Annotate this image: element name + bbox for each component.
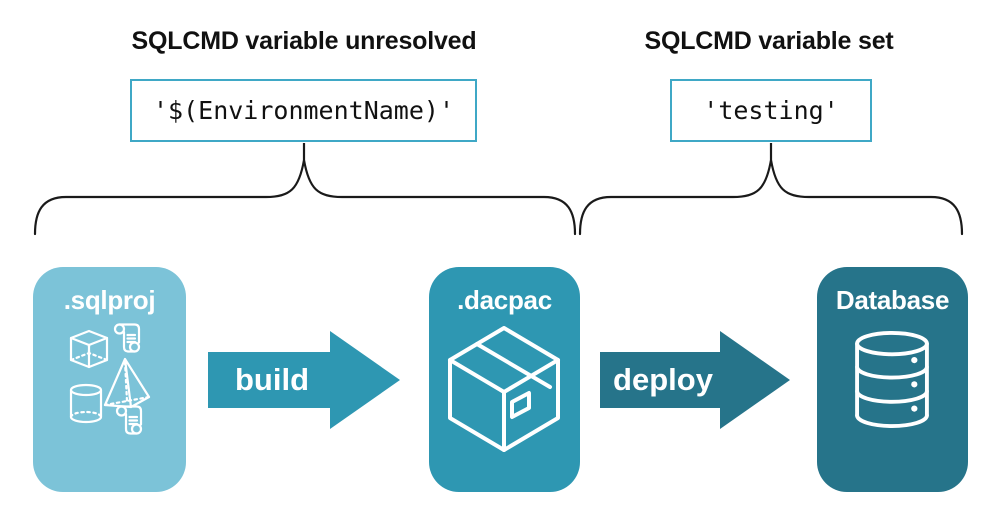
node-sqlproj-label: .sqlproj [63,285,156,315]
package-icon [448,326,560,452]
deploy-arrow: deploy [600,331,790,429]
deploy-arrow-shape [600,331,790,429]
deploy-arrow-label: deploy [613,362,713,397]
node-sqlproj: .sqlproj [33,267,186,492]
set-variable-box: 'testing' [670,79,872,142]
unresolved-variable-value: '$(EnvironmentName)' [152,96,455,125]
database-icon [855,331,929,428]
left-brace [33,143,577,236]
set-variable-value: 'testing' [703,96,839,125]
script-icon [115,405,143,435]
build-arrow-shape [208,331,400,429]
sql-objects-icon [69,323,151,435]
unresolved-variable-box: '$(EnvironmentName)' [130,79,477,142]
right-section-title: SQLCMD variable set [644,27,894,55]
pyramid-icon [103,357,151,409]
cube-icon [69,329,109,369]
build-arrow: build [208,331,400,429]
node-dacpac: .dacpac [429,267,580,492]
build-arrow-label: build [234,362,310,397]
cylinder-icon [69,383,103,424]
node-dacpac-label: .dacpac [457,285,552,315]
node-database-label: Database [835,285,950,315]
script-icon [113,323,141,353]
node-database: Database [817,267,968,492]
left-section-title: SQLCMD variable unresolved [131,27,477,55]
right-brace [578,143,964,236]
